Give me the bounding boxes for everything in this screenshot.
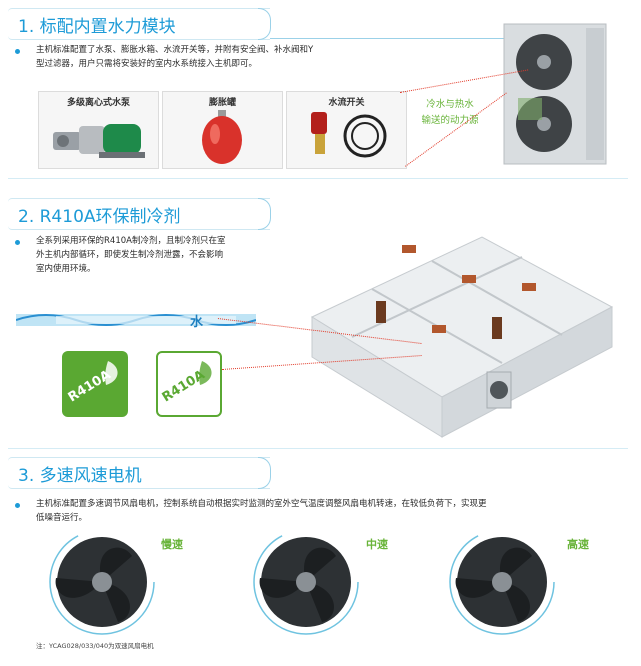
section-title: 2. R410A环保制冷剂 [18,207,181,227]
outdoor-unit-image [503,23,607,165]
section-title: 3. 多速风速电机 [18,466,142,486]
r410a-badge: R410A [62,351,128,417]
water-char: 水 [190,315,204,330]
desc-line: 主机标准配置多速调节风扇电机，控制系统自动根据实时监测的室外空气温度调整风扇电机… [36,499,487,509]
note-line: 输送的动力源 [421,115,479,126]
fan-fast-image [449,529,555,635]
section-title: 1. 标配内置水力模块 [18,17,176,37]
section-fan-motor: 3. 多速风速电机 [8,457,633,489]
leaf-icon [105,361,118,385]
card-label: 膨胀罐 [208,98,236,108]
bullet-dot [15,240,20,245]
r410a-badge-outline: R410A [156,351,222,417]
section-refrigerant: 2. R410A环保制冷剂 [8,198,633,230]
header-bracket [258,457,271,489]
bullet-dot [15,503,20,508]
section2-description: 全系列采用环保的R410A制冷剂，且制冷剂只在室 外主机内部循环，即使发生制冷剂… [36,234,256,276]
water-pump-image [53,124,145,158]
card-flow-switch: 水流开关 [286,91,407,169]
note-line: 冷水与热水 [426,99,474,110]
card-water-pump: 多级离心式水泵 [38,91,159,169]
fan-medium-image [253,529,359,635]
fan-slow-image [49,529,155,635]
section1-description: 主机标准配置了水泵、膨胀水箱、水流开关等，并附有安全阀、补水阀和Y 型过滤器，用… [36,43,416,71]
green-note: 冷水与热水 输送的动力源 [410,97,490,129]
expansion-tank-image [202,110,242,164]
desc-line: 低噪音运行。 [36,513,88,523]
desc-line: 型过滤器，用户只需将安装好的室内水系统接入主机即可。 [36,59,258,69]
desc-line: 室内使用环境。 [36,264,96,274]
section-header: 1. 标配内置水力模块 [8,8,271,40]
desc-line: 全系列采用环保的R410A制冷剂，且制冷剂只在室 [36,236,226,246]
speed-label-fast: 高速 [567,538,589,551]
card-expansion-tank: 膨胀罐 [162,91,283,169]
speed-label-slow: 慢速 [161,538,183,551]
header-bracket [258,198,271,230]
leaf-icon [199,361,212,385]
card-label: 多级离心式水泵 [66,98,130,108]
card-label: 水流开关 [328,98,365,108]
section3-description: 主机标准配置多速调节风扇电机，控制系统自动根据实时监测的室外空气温度调整风扇电机… [36,497,616,525]
house-cutaway-image [310,236,614,438]
header-bracket [258,8,271,40]
bullet-dot [15,49,20,54]
header-rule [270,38,590,39]
section-hydraulic-module: 1. 标配内置水力模块 [8,8,633,40]
section2-bottom-rule [8,448,628,449]
speed-label-medium: 中速 [366,538,388,551]
section1-bottom-rule [8,178,628,179]
desc-line: 主机标准配置了水泵、膨胀水箱、水流开关等，并附有安全阀、补水阀和Y [36,45,314,55]
flow-switch-image [311,112,387,158]
footnote: 注：YCAG028/033/040为双速风扇电机 [36,642,154,650]
section-header: 3. 多速风速电机 [8,457,271,489]
section-header: 2. R410A环保制冷剂 [8,198,271,230]
desc-line: 外主机内部循环，即使发生制冷剂泄露，不会影响 [36,250,224,260]
water-stream-image [16,314,256,326]
